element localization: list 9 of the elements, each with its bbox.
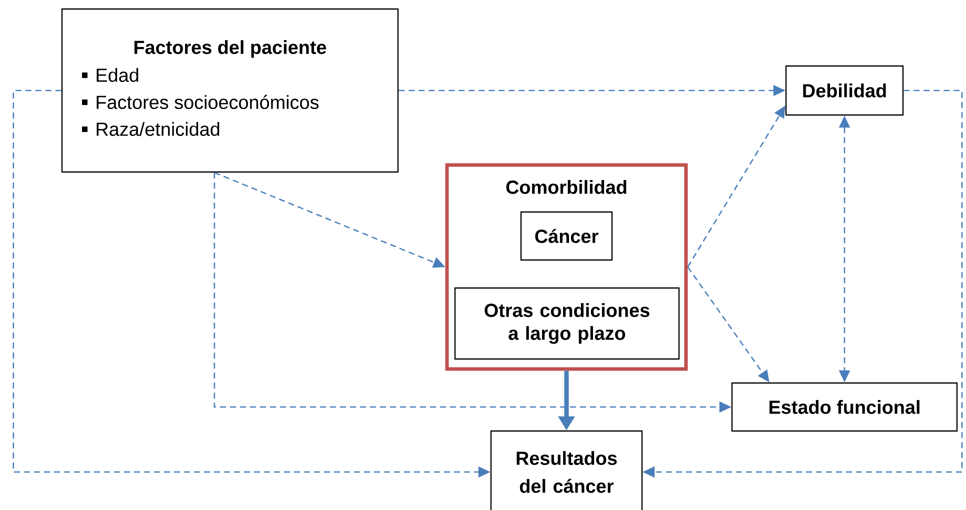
process-box: Cáncer — [520, 211, 613, 261]
process-box: Estado funcional — [731, 382, 958, 432]
process-box: Otras condiciones a largo plazo — [454, 287, 680, 360]
process-box: Resultados del cáncer — [490, 430, 643, 510]
factor-box: Factores del paciente Edad Factores socioeconómicos Raza/etnicidad — [61, 8, 399, 173]
bullet-item: Edad — [82, 68, 138, 82]
bullet-item: Raza/etnicidad — [82, 122, 220, 136]
bullet-item: Factores socioeconómicos — [82, 94, 319, 110]
process-box: Debilidad — [785, 65, 904, 116]
